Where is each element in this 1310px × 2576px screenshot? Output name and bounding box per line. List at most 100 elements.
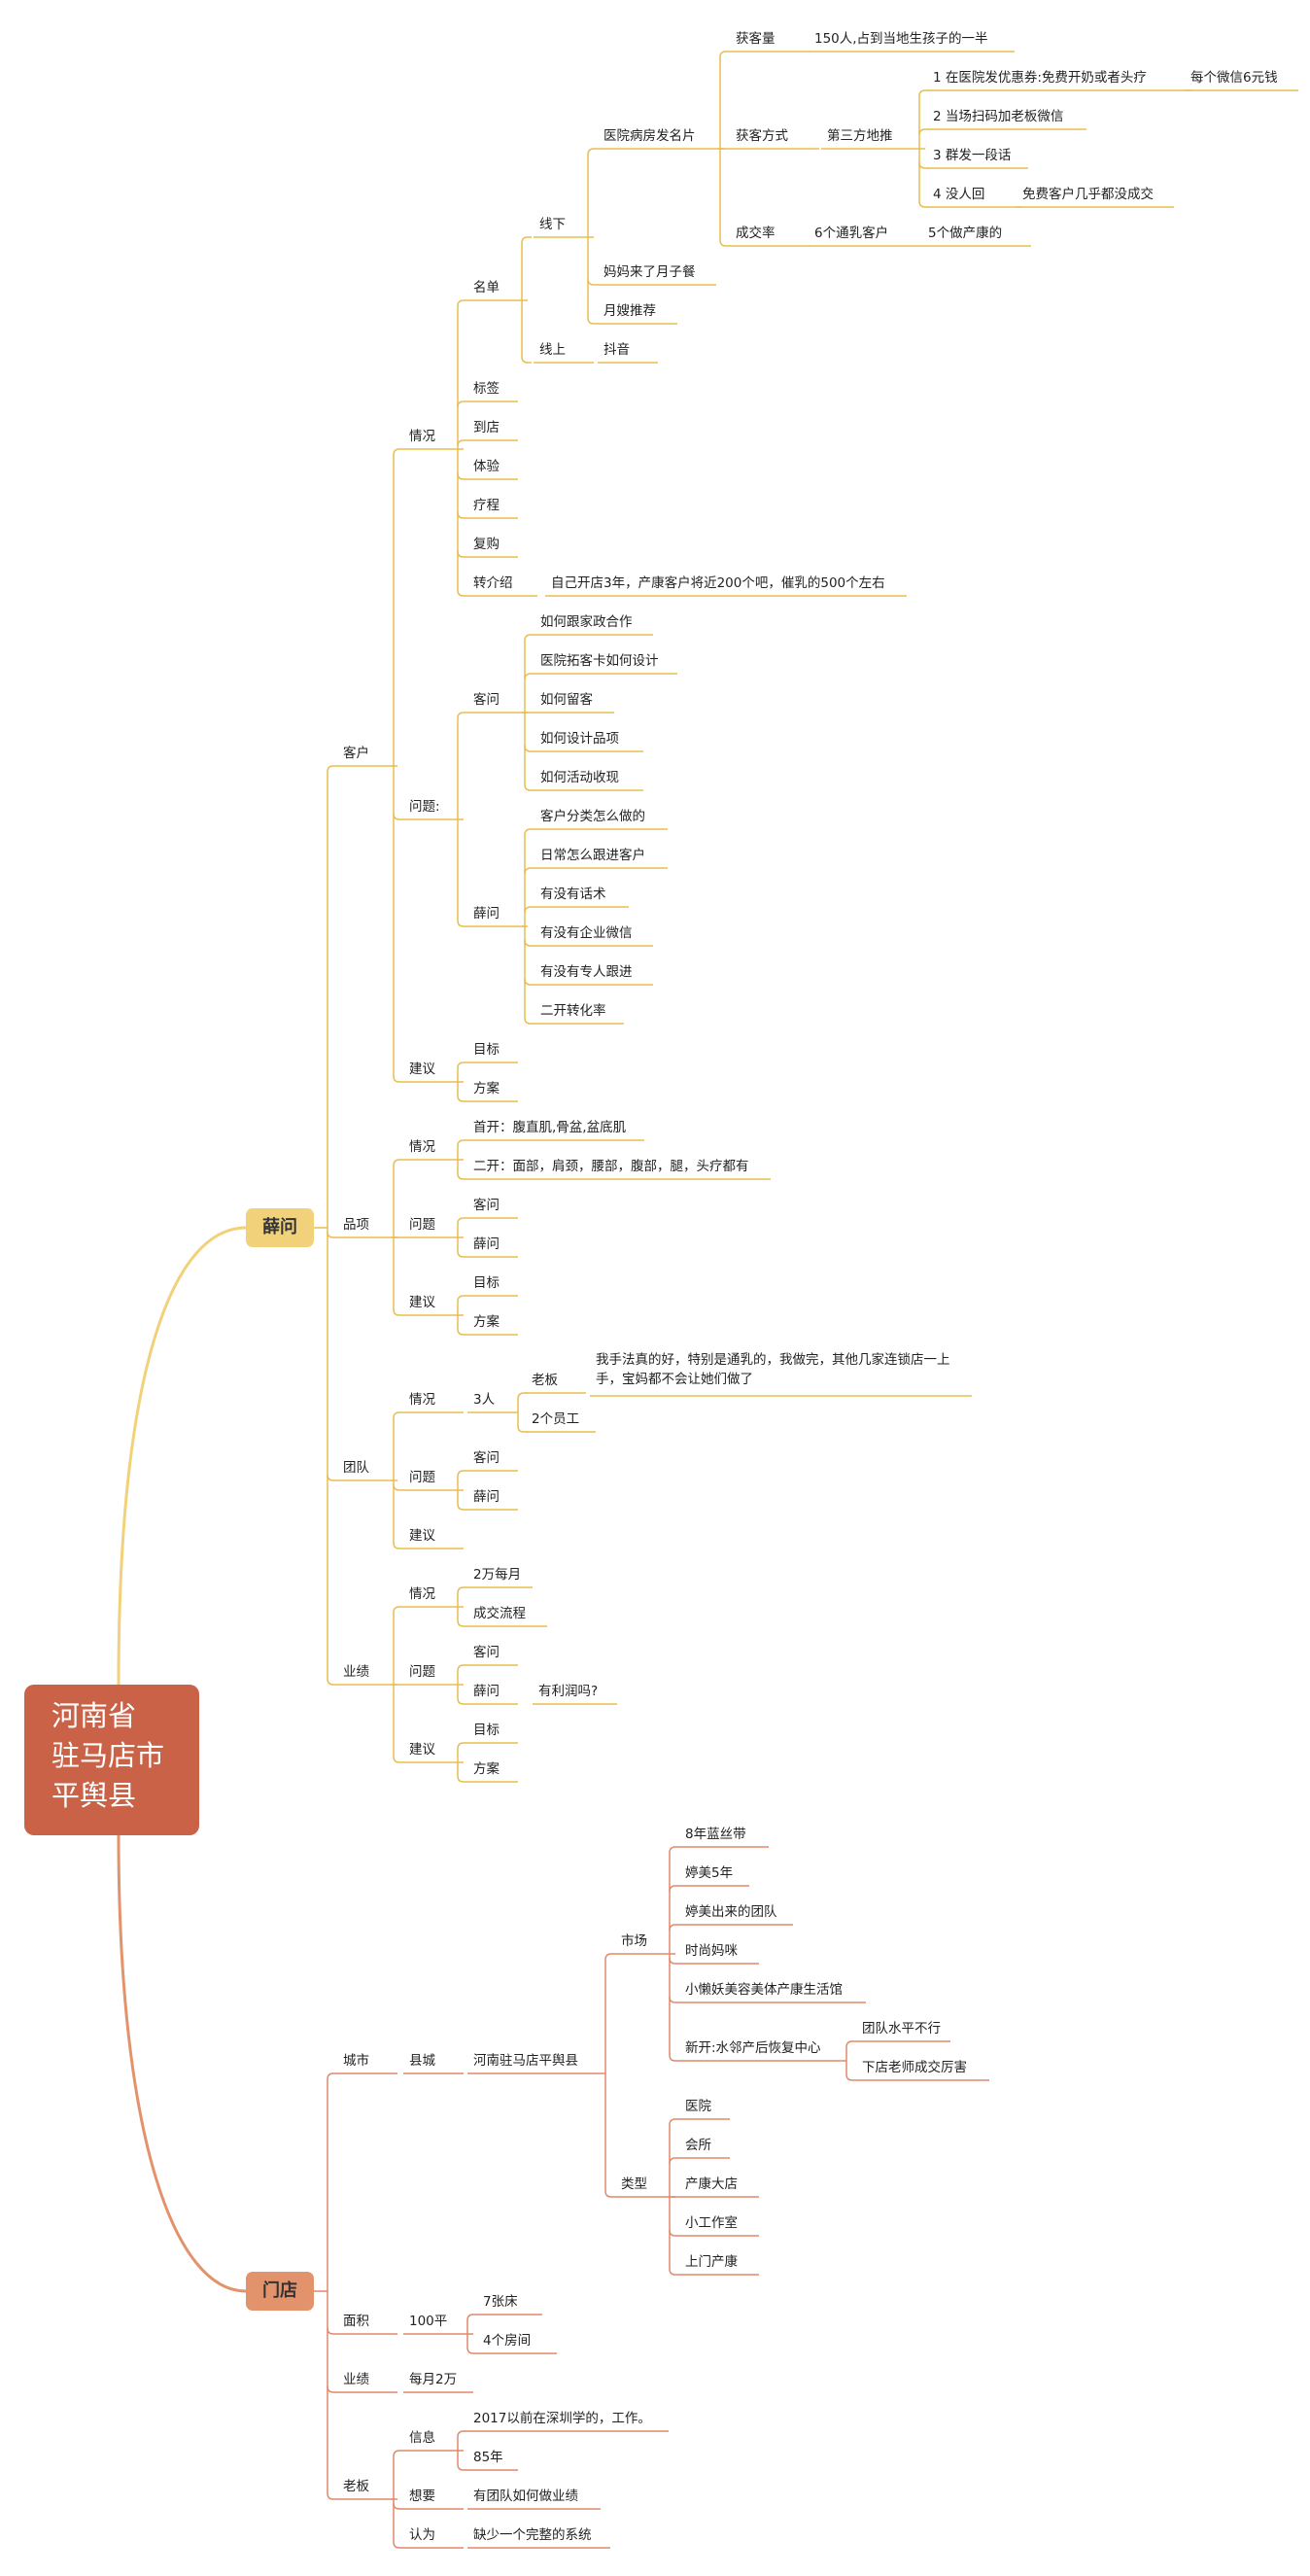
- node-newopen[interactable]: 新开:水邻产后恢复中心: [685, 2040, 821, 2056]
- node-xue-5[interactable]: 有没有专人跟进: [540, 964, 633, 980]
- node-team-ke[interactable]: 客问: [473, 1450, 500, 1466]
- node-questions[interactable]: 问题:: [409, 799, 440, 815]
- node-market-2[interactable]: 婷美5年: [685, 1865, 734, 1881]
- node-team-situation[interactable]: 情况: [409, 1392, 435, 1408]
- node-third-party[interactable]: 第三方地推: [827, 128, 893, 144]
- node-perf-monthly[interactable]: 2万每月: [473, 1567, 522, 1583]
- node-staff[interactable]: 2个员工: [532, 1411, 580, 1427]
- node-online[interactable]: 线上: [539, 342, 566, 358]
- node-city[interactable]: 城市: [343, 2053, 369, 2069]
- node-product-goal[interactable]: 目标: [473, 1275, 500, 1291]
- node-conversion[interactable]: 成交率: [736, 226, 776, 241]
- node-step-1-extra[interactable]: 每个微信6元钱: [1190, 70, 1278, 86]
- node-type-2[interactable]: 会所: [685, 2138, 711, 2153]
- node-boss-think[interactable]: 认为: [409, 2527, 435, 2543]
- node-county[interactable]: 县城: [409, 2053, 435, 2069]
- node-xue-3[interactable]: 有没有话术: [540, 887, 606, 902]
- node-area-value[interactable]: 100平: [409, 2314, 448, 2329]
- node-xue-ask[interactable]: 薛问: [473, 906, 500, 922]
- node-team-advice[interactable]: 建议: [409, 1528, 435, 1544]
- node-xue-4[interactable]: 有没有企业微信: [540, 925, 633, 941]
- node-repurchase[interactable]: 复购: [473, 537, 500, 552]
- node-team-xue[interactable]: 薛问: [473, 1489, 500, 1505]
- node-perf-situation[interactable]: 情况: [409, 1586, 435, 1602]
- node-boss[interactable]: 老板: [532, 1373, 558, 1388]
- node-perf-advice[interactable]: 建议: [409, 1742, 435, 1758]
- node-perf-profit[interactable]: 有利润吗?: [538, 1684, 599, 1699]
- node-team[interactable]: 团队: [343, 1460, 369, 1476]
- node-ke-4[interactable]: 如何设计品项: [540, 731, 619, 747]
- node-customer[interactable]: 客户: [343, 746, 369, 761]
- node-second-open[interactable]: 二开：面部，肩颈，腰部，腹部，腿，头疗都有: [473, 1159, 749, 1174]
- node-step-2[interactable]: 2 当场扫码加老板微信: [933, 109, 1064, 124]
- node-boss-info[interactable]: 信息: [409, 2430, 435, 2446]
- node-county-name[interactable]: 河南驻马店平舆县: [473, 2053, 578, 2069]
- node-boss-want[interactable]: 想要: [409, 2489, 435, 2504]
- node-boss-info-2[interactable]: 85年: [473, 2450, 503, 2465]
- node-product-xue[interactable]: 薛问: [473, 1236, 500, 1252]
- node-perf[interactable]: 业绩: [343, 1664, 369, 1680]
- node-hospital-card[interactable]: 医院病房发名片: [603, 128, 696, 144]
- node-xue-2[interactable]: 日常怎么跟进客户: [540, 848, 645, 863]
- node-boss-info-1[interactable]: 2017以前在深圳学的，工作。: [473, 2411, 651, 2426]
- node-rooms[interactable]: 4个房间: [483, 2333, 532, 2349]
- node-method[interactable]: 获客方式: [736, 128, 788, 144]
- node-market-3[interactable]: 婷美出来的团队: [685, 1904, 777, 1920]
- node-customer-plan[interactable]: 方案: [473, 1081, 500, 1097]
- node-course[interactable]: 疗程: [473, 498, 500, 513]
- topic-mendian[interactable]: 门店: [246, 2272, 314, 2311]
- node-experience[interactable]: 体验: [473, 459, 500, 474]
- node-douyin[interactable]: 抖音: [603, 342, 630, 358]
- node-mama-meal[interactable]: 妈妈来了月子餐: [603, 264, 696, 280]
- root-node[interactable]: 河南省 驻马店市 平舆县: [24, 1685, 199, 1835]
- node-perf-flow[interactable]: 成交流程: [473, 1606, 526, 1621]
- node-ke-1[interactable]: 如何跟家政合作: [540, 614, 633, 630]
- topic-xuewen[interactable]: 薛问: [246, 1208, 314, 1247]
- node-product-advice[interactable]: 建议: [409, 1295, 435, 1310]
- node-boss-note[interactable]: 我手法真的好，特别是通乳的，我做完，其他几家连锁店一上手，宝妈都不会让她们做了: [596, 1352, 950, 1387]
- node-ke-5[interactable]: 如何活动收现: [540, 770, 619, 785]
- node-type-4[interactable]: 小工作室: [685, 2215, 738, 2231]
- node-referral-value[interactable]: 自己开店3年，产康客户将近200个吧，催乳的500个左右: [551, 575, 885, 591]
- node-step-1[interactable]: 1 在医院发优惠券:免费开奶或者头疗: [933, 70, 1147, 86]
- node-referral[interactable]: 转介绍: [473, 575, 513, 591]
- node-product-situation[interactable]: 情况: [409, 1139, 435, 1155]
- node-conversion-b[interactable]: 5个做产康的: [928, 226, 1003, 241]
- node-perf-xue[interactable]: 薛问: [473, 1684, 500, 1699]
- node-store-perf-value[interactable]: 每月2万: [409, 2372, 458, 2387]
- node-product-plan[interactable]: 方案: [473, 1314, 500, 1330]
- node-market-4[interactable]: 时尚妈咪: [685, 1943, 738, 1959]
- node-customer-advice[interactable]: 建议: [409, 1062, 435, 1077]
- node-boss-think-value[interactable]: 缺少一个完整的系统: [473, 2527, 592, 2543]
- node-ke-2[interactable]: 医院拓客卡如何设计: [540, 653, 659, 669]
- node-ke-ask[interactable]: 客问: [473, 692, 500, 708]
- node-offline[interactable]: 线下: [539, 217, 566, 232]
- node-xue-6[interactable]: 二开转化率: [540, 1003, 606, 1019]
- node-gain[interactable]: 获客量: [736, 31, 776, 47]
- node-perf-questions[interactable]: 问题: [409, 1664, 435, 1680]
- node-customer-situation[interactable]: 情况: [409, 429, 435, 444]
- node-step-4-extra[interactable]: 免费客户几乎都没成交: [1022, 187, 1154, 202]
- node-product-ke[interactable]: 客问: [473, 1198, 500, 1213]
- node-list[interactable]: 名单: [473, 280, 500, 296]
- node-perf-plan[interactable]: 方案: [473, 1761, 500, 1777]
- node-beds[interactable]: 7张床: [483, 2294, 518, 2310]
- node-first-open[interactable]: 首开：腹直肌,骨盆,盆底肌: [473, 1120, 627, 1135]
- node-store-boss[interactable]: 老板: [343, 2479, 369, 2494]
- node-market[interactable]: 市场: [621, 1933, 647, 1949]
- node-type-1[interactable]: 医院: [685, 2099, 711, 2114]
- node-customer-goal[interactable]: 目标: [473, 1042, 500, 1058]
- node-type-5[interactable]: 上门产康: [685, 2254, 738, 2270]
- node-perf-goal[interactable]: 目标: [473, 1723, 500, 1738]
- node-product-questions[interactable]: 问题: [409, 1217, 435, 1233]
- node-market-1[interactable]: 8年蓝丝带: [685, 1827, 746, 1842]
- node-types[interactable]: 类型: [621, 2176, 647, 2192]
- node-area[interactable]: 面积: [343, 2314, 369, 2329]
- node-newopen-2[interactable]: 下店老师成交厉害: [862, 2060, 967, 2075]
- node-step-3[interactable]: 3 群发一段话: [933, 148, 1012, 163]
- node-boss-want-value[interactable]: 有团队如何做业绩: [473, 2489, 578, 2504]
- node-arrive[interactable]: 到店: [473, 420, 500, 435]
- node-step-4[interactable]: 4 没人回: [933, 187, 985, 202]
- node-team-questions[interactable]: 问题: [409, 1470, 435, 1485]
- node-conversion-a[interactable]: 6个通乳客户: [814, 226, 889, 241]
